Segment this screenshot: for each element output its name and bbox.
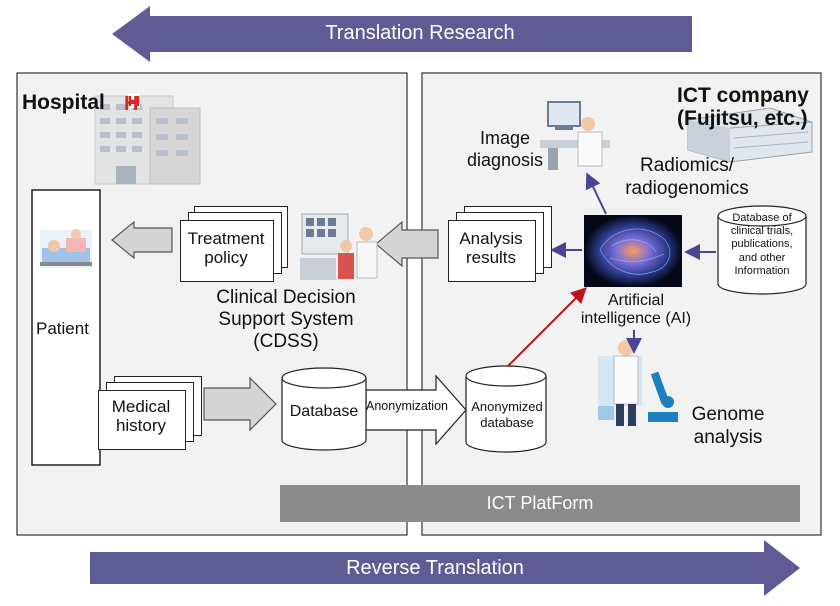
anonymization-arrow xyxy=(365,374,467,446)
hospital-building-icon xyxy=(94,94,201,185)
anonymized-to-ai-arrow xyxy=(507,287,587,367)
ict-company-title: ICT company(Fujitsu, etc.) xyxy=(677,84,809,131)
external-database-cylinder xyxy=(717,205,807,295)
ai-to-image-diagnosis-arrow xyxy=(585,172,607,215)
patient-bed-icon xyxy=(40,229,92,268)
history-to-database-arrow xyxy=(203,376,277,432)
ai-brain-image xyxy=(584,215,682,287)
cdss-to-patient-arrow xyxy=(111,220,173,260)
patient-label: Patient xyxy=(36,319,89,338)
reverse-translation-arrow xyxy=(90,540,800,596)
anonymized-database-cylinder xyxy=(465,365,547,453)
company-building-icon xyxy=(687,107,813,163)
hospital-h-icon: H xyxy=(124,93,139,115)
translation-research-arrow xyxy=(112,6,692,62)
reverse-translation-label: Reverse Translation xyxy=(346,557,524,579)
database-cylinder xyxy=(281,367,367,451)
database-label: Database xyxy=(289,403,359,420)
cdss-doctor-icon xyxy=(300,213,378,280)
anonymization-label: Anonymization xyxy=(366,399,448,413)
analysis-to-hospital-arrow xyxy=(375,220,439,268)
ict-platform-bar xyxy=(280,485,800,522)
hospital-title: Hospital xyxy=(22,91,105,114)
translation-research-label: Translation Research xyxy=(325,22,515,44)
ict-platform-label: ICT PlatForm xyxy=(486,493,594,513)
image-diagnosis-icon xyxy=(540,101,610,170)
radiomics-label: Radiomics/radiogenomics xyxy=(625,155,749,199)
